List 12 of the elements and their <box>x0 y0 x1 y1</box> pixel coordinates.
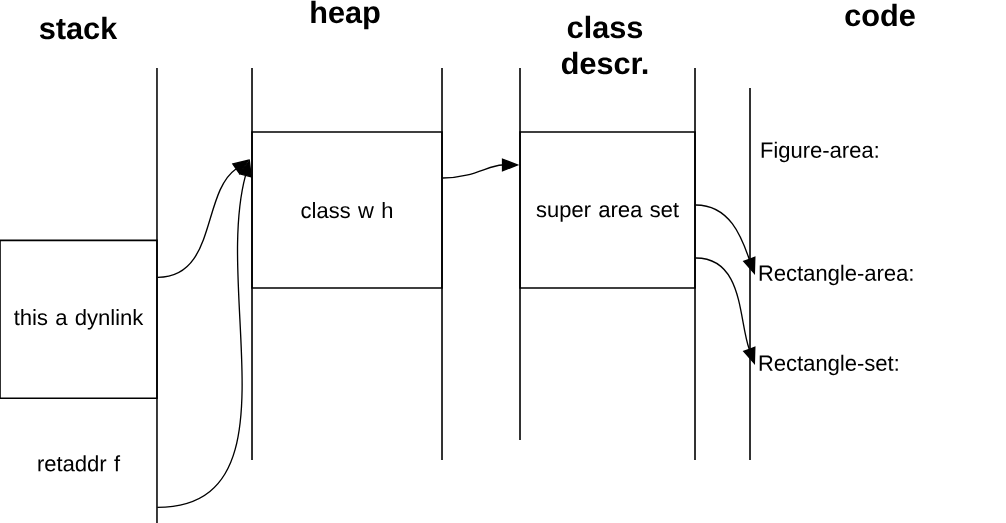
column-heading: code <box>845 3 915 27</box>
stack-frame: this a dynlink <box>0 239 158 400</box>
heap-object: class w h <box>251 131 443 289</box>
code-entry: Rectangle-area: <box>759 264 913 286</box>
column-heading: heap <box>311 0 380 30</box>
column-heading: class descr. <box>561 15 648 75</box>
code-entry: Rectangle-set: <box>759 354 898 376</box>
column-heading: stack <box>39 16 118 40</box>
code-entry: Figure-area: <box>761 141 878 163</box>
arrow <box>157 159 250 278</box>
class-descriptor: super area set <box>519 131 696 289</box>
stack-frame: retaddr f <box>38 455 121 472</box>
